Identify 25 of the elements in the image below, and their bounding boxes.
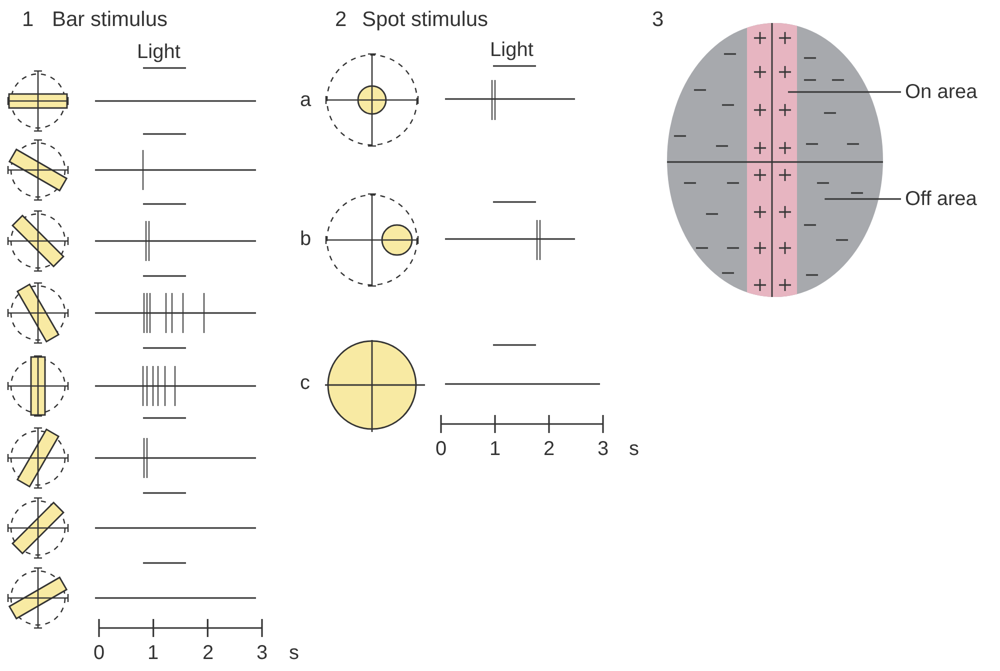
area-label: On area [905, 82, 978, 102]
tick-label: 3 [597, 439, 609, 459]
axis-unit: s [289, 643, 299, 663]
area-label: Off area [905, 189, 977, 209]
stimulus-label: Light [490, 40, 534, 60]
condition-letter: a [300, 90, 312, 110]
panel-number: 3 [652, 9, 664, 30]
tick-label: 0 [435, 439, 447, 459]
tick-label: 1 [147, 643, 159, 663]
panel-number: 1 [22, 9, 34, 30]
tick-label: 3 [256, 643, 268, 663]
leader-line [824, 198, 902, 200]
panel-number: 2 [335, 9, 347, 30]
tick-label: 2 [202, 643, 214, 663]
axis-unit: s [629, 439, 639, 459]
condition-letter: b [300, 229, 312, 249]
panel-title: Bar stimulus [52, 9, 168, 30]
stimulus-label: Light [137, 42, 180, 62]
condition-letter: c [300, 373, 310, 393]
tick-label: 1 [489, 439, 501, 459]
panel-title: Spot stimulus [362, 9, 488, 30]
tick-label: 0 [93, 643, 105, 663]
on-area-stripe [747, 23, 797, 297]
tick-label: 2 [543, 439, 555, 459]
leader-line [788, 91, 902, 93]
